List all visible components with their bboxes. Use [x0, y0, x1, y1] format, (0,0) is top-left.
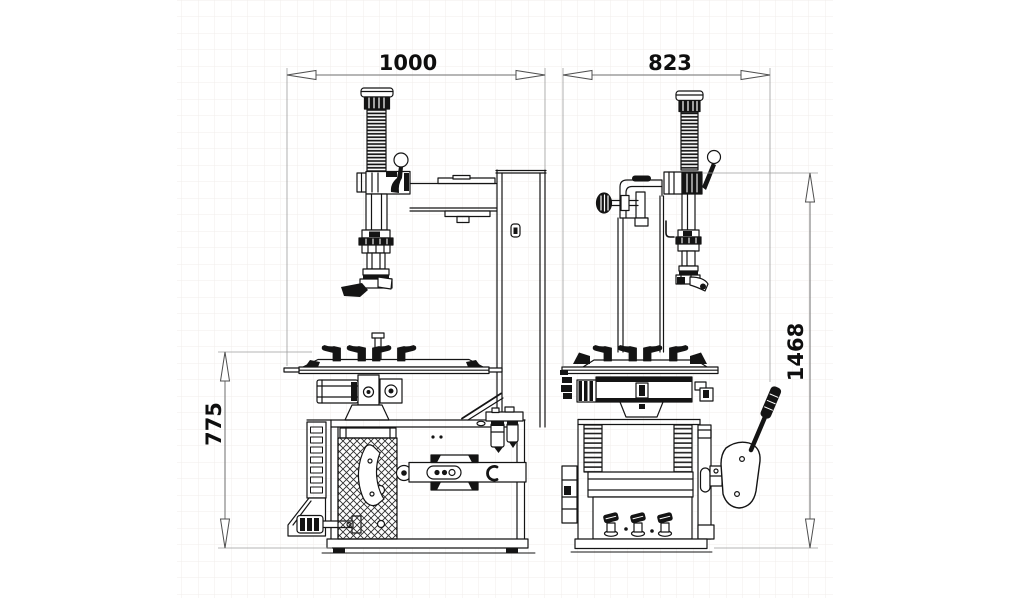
support-strut — [461, 392, 502, 420]
bead-breaker-blade-front — [357, 444, 385, 507]
bead-breaker-arm — [709, 386, 782, 509]
bellows-right — [673, 424, 693, 473]
arrow-bottom — [804, 518, 816, 549]
base-plate — [574, 538, 708, 550]
bead-breaker-handle-grip — [760, 386, 782, 419]
hose-hook — [665, 220, 675, 238]
turntable — [283, 332, 503, 375]
arrow-top — [804, 172, 816, 203]
foot-pedals — [603, 512, 673, 537]
arrow-left — [562, 69, 593, 81]
dimension-side-width: 823 — [562, 51, 771, 382]
front-view — [283, 87, 547, 554]
lever-ball-knob — [706, 149, 722, 165]
dimension-overall-height: 1468 — [702, 172, 818, 549]
arrow-right — [515, 69, 546, 81]
clamp-jaws — [592, 345, 689, 362]
clamp-lever-assembly — [356, 152, 411, 195]
arrow-right — [740, 69, 771, 81]
vertical-threaded-rod — [675, 90, 704, 171]
bead-breaker-cylinder — [337, 427, 527, 540]
arrow-top — [219, 351, 231, 382]
mount-head-shaft — [341, 193, 394, 297]
air-filter-unit — [485, 406, 524, 453]
dimension-label-overall-height: 1468 — [784, 323, 808, 381]
swing-arm-bracket — [595, 175, 675, 238]
dimensions: 1000 823 775 1468 — [202, 51, 818, 549]
dimension-label-side-width: 823 — [648, 51, 692, 75]
dimension-label-front-width: 1000 — [379, 51, 437, 75]
swing-arm — [409, 174, 498, 224]
dimension-label-table-height: 775 — [202, 402, 226, 446]
base-plate — [326, 538, 529, 549]
graph-grid — [177, 0, 833, 598]
pedal-2 — [630, 512, 646, 537]
pedal-1 — [603, 512, 619, 537]
dimension-table-height: 775 — [202, 351, 332, 549]
clamp-jaws — [321, 345, 417, 362]
lever-ball-knob — [393, 152, 409, 168]
tower-column — [617, 195, 665, 353]
turntable — [560, 345, 719, 418]
bellows-left — [583, 424, 603, 473]
tower-column — [495, 169, 547, 428]
clamp-lever-assembly — [663, 149, 722, 195]
dimension-front-width: 1000 — [286, 51, 546, 366]
gearbox-motor — [316, 374, 403, 421]
arrow-bottom — [219, 518, 231, 549]
side-view — [560, 90, 782, 553]
arrow-left — [286, 69, 317, 81]
mount-head-shaft — [675, 193, 709, 292]
bead-breaker-blade — [720, 441, 761, 509]
pedal-3 — [657, 512, 673, 537]
demount-duck-head — [341, 283, 368, 297]
